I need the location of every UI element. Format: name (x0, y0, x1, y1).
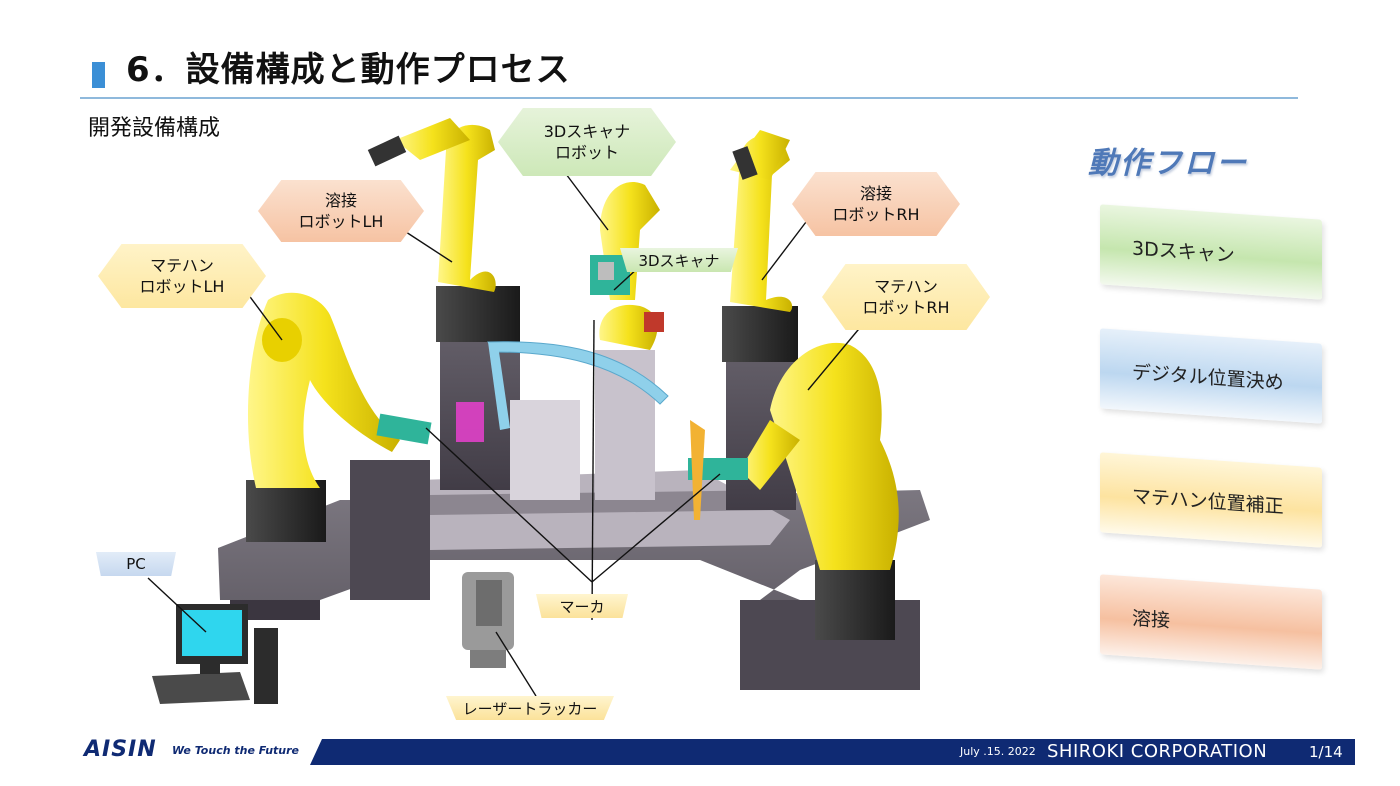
callout-scanner: 3Dスキャナ (620, 248, 738, 272)
footer-company: SHIROKI CORPORATION (1047, 741, 1268, 762)
section-subtitle: 開発設備構成 (88, 116, 221, 141)
handling-robot-rh (688, 342, 899, 640)
handling-robot-lh (246, 292, 432, 542)
callout-laser-tracker: レーザートラッカー (446, 696, 614, 720)
page-title: 6．設備構成と動作プロセス (126, 50, 571, 90)
equipment-illustration (147, 118, 930, 704)
welding-robot-lh (367, 118, 520, 490)
flow-step-digital-positioning: デジタル位置決め (1100, 328, 1322, 424)
leader-lines (147, 169, 869, 697)
flow-title: 動作フロー (1088, 146, 1248, 181)
pc-illustration (152, 604, 278, 704)
flow-step-handling-correction: マテハン位置補正 (1100, 452, 1322, 548)
callout-pc: PC (96, 552, 176, 576)
callout-marker: マーカ (536, 594, 628, 618)
title-divider (80, 97, 1298, 99)
page-number: 1/14 (1309, 743, 1343, 761)
footer-bar (310, 739, 1355, 765)
footer-date: July .15. 2022 (960, 745, 1036, 758)
flow-step-welding: 溶接 (1100, 574, 1322, 670)
workpiece (456, 341, 705, 520)
scanner-robot (590, 182, 664, 500)
callout-handling-robot-lh: マテハンロボットLH (98, 244, 266, 308)
callout-welding-robot-lh: 溶接ロボットLH (258, 180, 424, 242)
logo-tagline: We Touch the Future (172, 744, 300, 757)
aisin-logo: AISIN (84, 737, 157, 762)
title-accent-bar (92, 62, 105, 88)
laser-tracker-illustration (462, 572, 514, 668)
callout-welding-robot-rh: 溶接ロボットRH (792, 172, 960, 236)
callout-scanner-robot: 3Dスキャナロボット (498, 108, 676, 176)
callout-handling-robot-rh: マテハンロボットRH (822, 264, 990, 330)
flow-step-3d-scan: 3Dスキャン (1100, 204, 1322, 300)
